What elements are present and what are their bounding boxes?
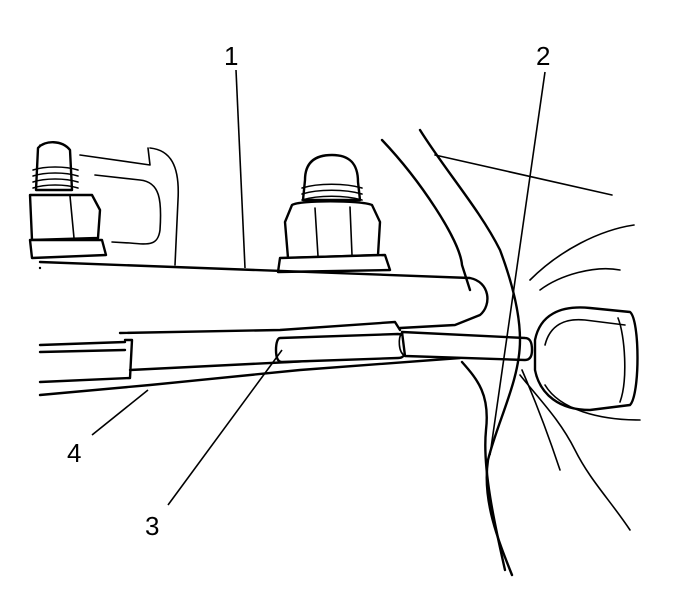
- leader-1: [235, 69, 246, 269]
- leader-4: [91, 389, 149, 436]
- leader-2: [489, 71, 546, 456]
- left-bolt: [28, 141, 108, 260]
- callout-labels: 1 2 3 4: [67, 41, 550, 541]
- callout-3: 3: [145, 511, 159, 541]
- leader-3: [167, 349, 283, 506]
- leader-lines: [91, 69, 546, 506]
- callout-2: 2: [536, 41, 550, 71]
- pin-rod: [274, 330, 534, 364]
- upper-arm: [38, 260, 489, 330]
- callout-4: 4: [67, 438, 81, 468]
- callout-1: 1: [224, 41, 238, 71]
- adjuster-knob: [521, 306, 641, 471]
- center-bolt: [276, 153, 392, 274]
- housing-outline: [39, 144, 180, 266]
- right-contours: [380, 128, 635, 577]
